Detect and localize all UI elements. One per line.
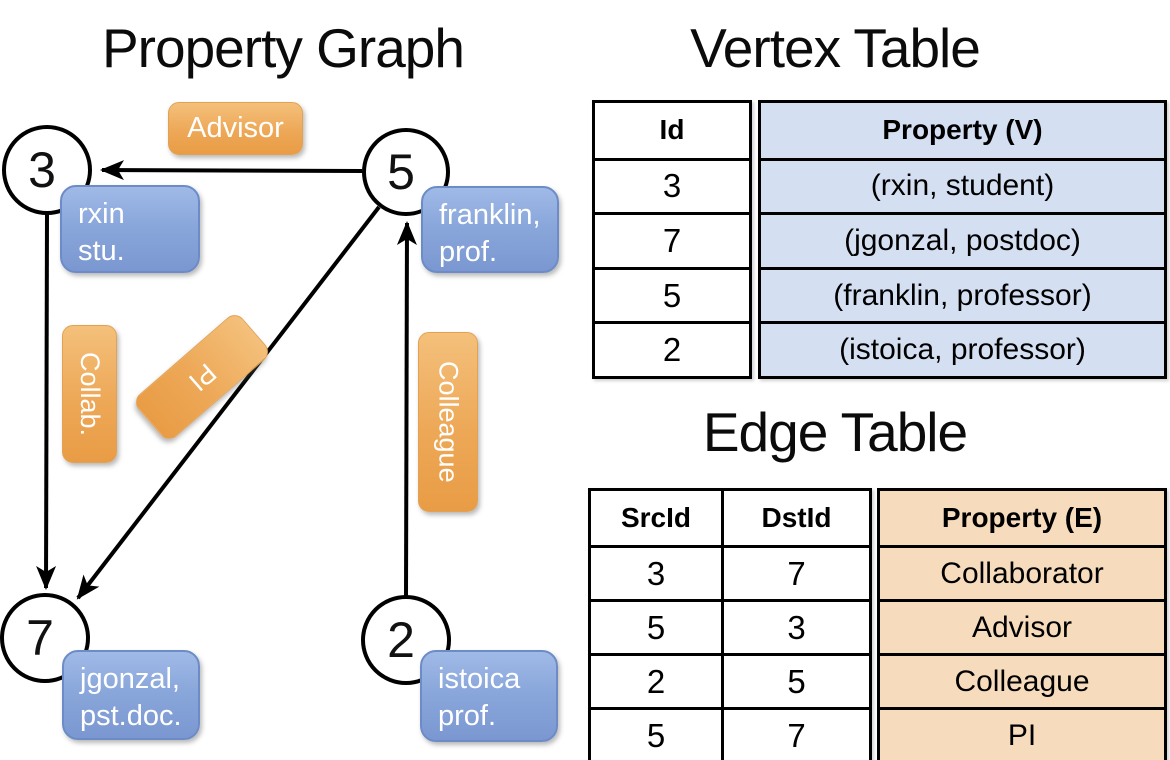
edge-table-ids-block: SrcId 3 5 2 5 DstId 7 3 5 7 — [588, 488, 872, 760]
vertex-table-id-column: Id 3 7 5 2 — [592, 100, 752, 379]
vertex-property-line: istoica — [438, 663, 521, 695]
vertex-table-property-cell: (rxin, student) — [761, 157, 1164, 213]
edge-table-srcid-column: SrcId 3 5 2 5 — [591, 491, 724, 760]
edge-table-srcid-cell: 3 — [591, 545, 721, 599]
vertex-table-property-cell: (jgonzal, postdoc) — [761, 212, 1164, 267]
vertex-property-box-2: istoica prof. — [420, 650, 558, 742]
vertex-property-line: franklin, — [439, 199, 541, 231]
edge-table-title: Edge Table — [702, 401, 968, 463]
edge-table-property-cell: Advisor — [880, 599, 1164, 653]
vertex-property-line: pst.doc. — [80, 700, 182, 732]
edge-table-dstid-cell: 7 — [724, 707, 869, 760]
edge-table-property-cell: Colleague — [880, 653, 1164, 707]
vertex-table-property-cell: (istoica, professor) — [761, 321, 1164, 376]
vertex-table-header-id: Id — [659, 114, 685, 146]
vertex-table-property-column: Property (V) (rxin, student) (jgonzal, p… — [758, 100, 1167, 379]
edge-table-dstid-cell: 7 — [724, 545, 869, 599]
edge-label-advisor: Advisor — [168, 102, 303, 155]
graph-edges-layer — [36, 160, 417, 600]
edge-table-property-column: Property (E) Collaborator Advisor Collea… — [877, 488, 1167, 760]
edge-table-header-dstid: DstId — [761, 502, 832, 533]
vertex-table-id-cell: 7 — [595, 212, 749, 267]
vertex-property-line: stu. — [78, 235, 125, 267]
node-5-id: 5 — [387, 144, 415, 200]
vertex-property-line: prof. — [438, 700, 497, 732]
edge-table-srcid-cell: 5 — [591, 599, 721, 653]
edge-table-header-srcid: SrcId — [620, 502, 692, 533]
vertex-table-header-property: Property (V) — [882, 114, 1043, 146]
edge-table-dstid-column: DstId 7 3 5 7 — [724, 491, 869, 760]
vertex-table-title: Vertex Table — [690, 17, 981, 79]
edge-label-colleague: Colleague — [418, 332, 478, 512]
graph-node-5: 5 — [362, 128, 450, 216]
edge-table-header-property: Property (E) — [941, 502, 1103, 533]
edge-table-property-cell: Collaborator — [880, 545, 1164, 599]
edge-line-collab-3-7 — [36, 213, 57, 590]
node-3-id: 3 — [28, 142, 56, 198]
edge-table-dstid-cell: 5 — [724, 653, 869, 707]
vertex-table-id-cell: 5 — [595, 266, 749, 322]
edge-line-pi-5-7 — [76, 205, 381, 600]
node-7-id: 7 — [26, 610, 54, 666]
edge-table-srcid-cell: 2 — [591, 653, 721, 707]
node-2-id: 2 — [387, 612, 415, 668]
vertex-property-box-5: franklin, prof. — [421, 186, 559, 273]
edge-table-property-cell: PI — [880, 707, 1164, 760]
edge-line-colleague-2-5 — [396, 221, 417, 597]
graph-node-2: 2 — [361, 595, 451, 685]
vertex-table-property-cell: (franklin, professor) — [761, 266, 1164, 322]
vertex-property-line: rxin — [78, 198, 125, 230]
vertex-table-id-cell: 2 — [595, 321, 749, 376]
vertex-property-line: prof. — [439, 236, 498, 268]
edge-table-srcid-cell: 5 — [591, 707, 721, 760]
edge-table-dstid-cell: 3 — [724, 599, 869, 653]
vertex-property-line: jgonzal, — [80, 663, 180, 695]
vertex-property-box-7: jgonzal, pst.doc. — [62, 650, 200, 740]
vertex-property-box-3: rxin stu. — [60, 185, 200, 273]
vertex-table-id-cell: 3 — [595, 157, 749, 213]
edge-label-collab: Collab. — [62, 325, 117, 463]
edge-line-advisor-5-3 — [100, 160, 363, 181]
property-graph-title: Property Graph — [101, 17, 465, 79]
